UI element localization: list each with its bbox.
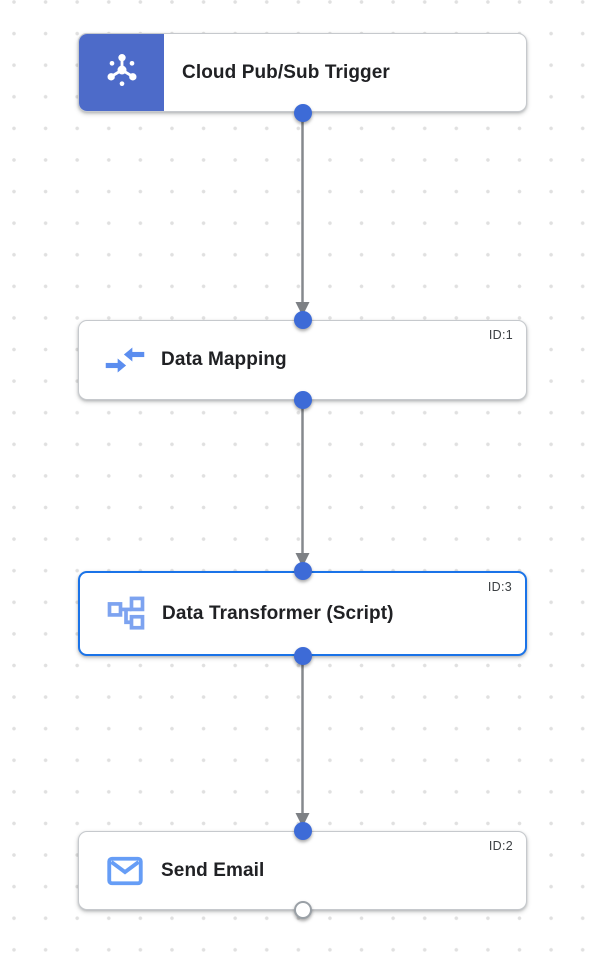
port-data-mapping-input[interactable] — [293, 311, 312, 329]
edge-data-transformer-to-send-email — [295, 656, 310, 827]
node-data-transformer-script[interactable]: ID:3 Data Transformer (Script) — [78, 571, 527, 656]
node-id-badge: ID:3 — [487, 580, 512, 594]
node-title: Data Transformer (Script) — [162, 602, 394, 624]
node-cloud-pubsub-trigger[interactable]: Cloud Pub/Sub Trigger — [78, 33, 527, 112]
port-send-email-input[interactable] — [293, 822, 312, 840]
port-data-transformer-output[interactable] — [293, 647, 312, 665]
data-transformer-icon — [104, 592, 148, 636]
edge-data-mapping-to-data-transformer — [295, 400, 310, 567]
node-id-badge: ID:2 — [488, 839, 513, 853]
node-title: Cloud Pub/Sub Trigger — [182, 61, 390, 83]
port-data-mapping-output[interactable] — [293, 391, 312, 409]
port-trigger-output[interactable] — [293, 103, 312, 122]
node-title: Data Mapping — [161, 349, 287, 370]
node-title: Send Email — [161, 859, 265, 881]
edge-trigger-to-data-mapping — [295, 112, 310, 316]
node-id-badge: ID:1 — [488, 328, 513, 342]
node-send-email[interactable]: ID:2 Send Email — [78, 831, 527, 910]
port-data-transformer-input[interactable] — [293, 562, 312, 580]
pubsub-icon — [102, 50, 142, 95]
node-data-mapping[interactable]: ID:1 Data Mapping — [78, 320, 527, 400]
trigger-icon-block — [79, 34, 164, 111]
data-mapping-icon — [103, 338, 147, 382]
send-email-icon — [103, 849, 147, 893]
port-send-email-output-open[interactable] — [293, 901, 312, 919]
